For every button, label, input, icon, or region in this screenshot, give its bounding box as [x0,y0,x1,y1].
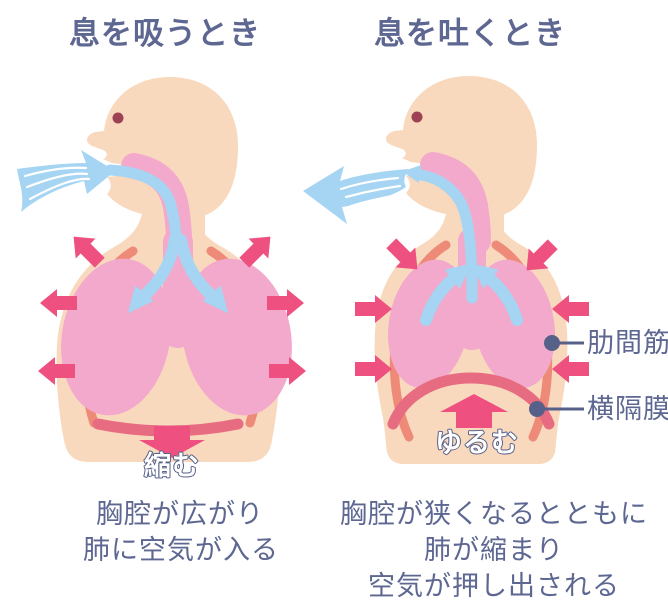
intercostal-muscle-label: 肋間筋 [587,328,668,358]
inhale-diaphragm-action-label: 縮む [144,450,200,481]
exhale-diaphragm-up-arrow-icon [440,394,508,428]
inhale-airflow-branch-right [175,234,217,301]
inhale-caption-line2: 肺に空気が入る [83,535,279,565]
exhale-air-swoosh-icon [303,166,408,224]
exhale-figure: 息を吐くとき ゆるむ 胸腔が狭くなるとともに 肺が縮まり 空気が押し出される [303,16,648,601]
inhale-figure: 息を吸うとき 縮む 胸腔が広がり 肺に空気が入る [17,16,306,565]
exhale-airflow-branch-left [420,271,461,326]
exhale-caption-line2: 肺が縮まり [424,535,564,565]
intercostal-callout: 肋間筋 [544,328,668,358]
inhale-diaphragm-down-arrow-icon [139,426,205,458]
inhale-caption-line1: 胸腔が広がり [96,499,264,529]
inhale-airflow-branch-left [139,234,181,301]
exhale-diaphragm-action-label: ゆるむ [435,428,519,458]
inhale-airflow-trachea [104,164,182,246]
exhale-eye [411,111,423,123]
inhale-title: 息を吸うとき [69,16,261,51]
exhale-caption-line3: 空気が押し出される [368,571,620,601]
exhale-title: 息を吐くとき [374,16,566,51]
exhale-caption-line1: 胸腔が狭くなるとともに [340,499,648,529]
diaphragm-callout: 横隔膜 [529,394,668,424]
inhale-air-swoosh-icon [17,150,115,212]
inhale-eye [112,112,124,124]
exhale-trachea-neck [420,152,491,254]
inhale-head-profile [86,77,238,221]
diaphragm-callout-dot [529,401,545,417]
diaphragm-label: 横隔膜 [587,394,668,424]
exhale-airflow-trachea [415,169,478,304]
inhale-head [86,77,238,247]
intercostal-callout-dot [544,335,560,351]
exhale-airflow-branch-right [482,271,523,326]
exhale-head-profile [385,76,537,220]
